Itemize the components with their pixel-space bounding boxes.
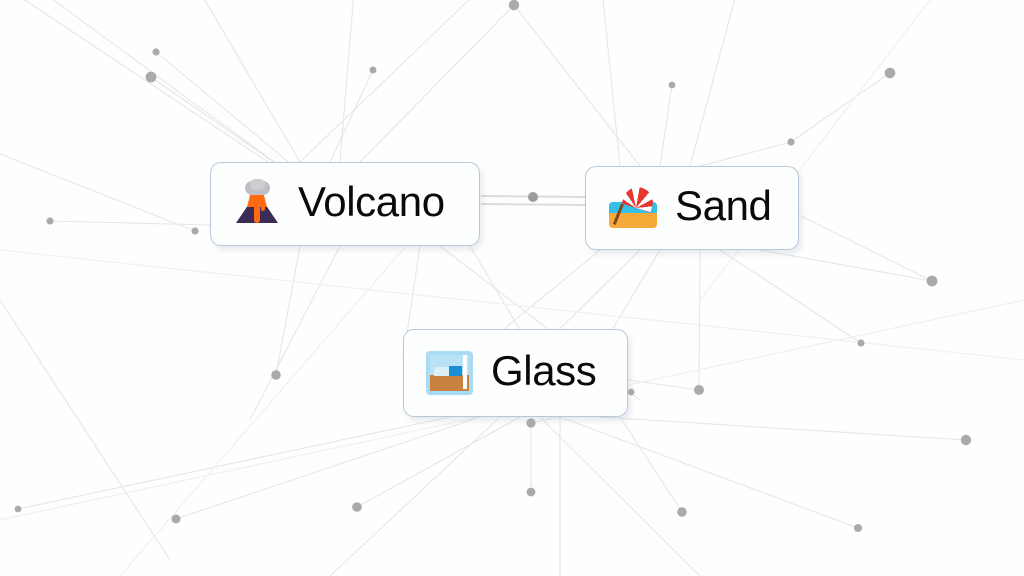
window-glass-icon <box>426 350 474 396</box>
element-label-glass: Glass <box>491 347 597 394</box>
element-card-sand[interactable]: Sand <box>585 166 799 250</box>
volcano-icon <box>233 179 281 227</box>
graph-dots <box>14 0 972 532</box>
element-label-sand: Sand <box>675 182 772 229</box>
element-card-volcano[interactable]: Volcano <box>210 162 480 246</box>
element-card-glass[interactable]: Glass <box>403 329 628 417</box>
beach-with-umbrella-icon <box>608 183 658 230</box>
element-label-volcano: Volcano <box>298 178 445 225</box>
